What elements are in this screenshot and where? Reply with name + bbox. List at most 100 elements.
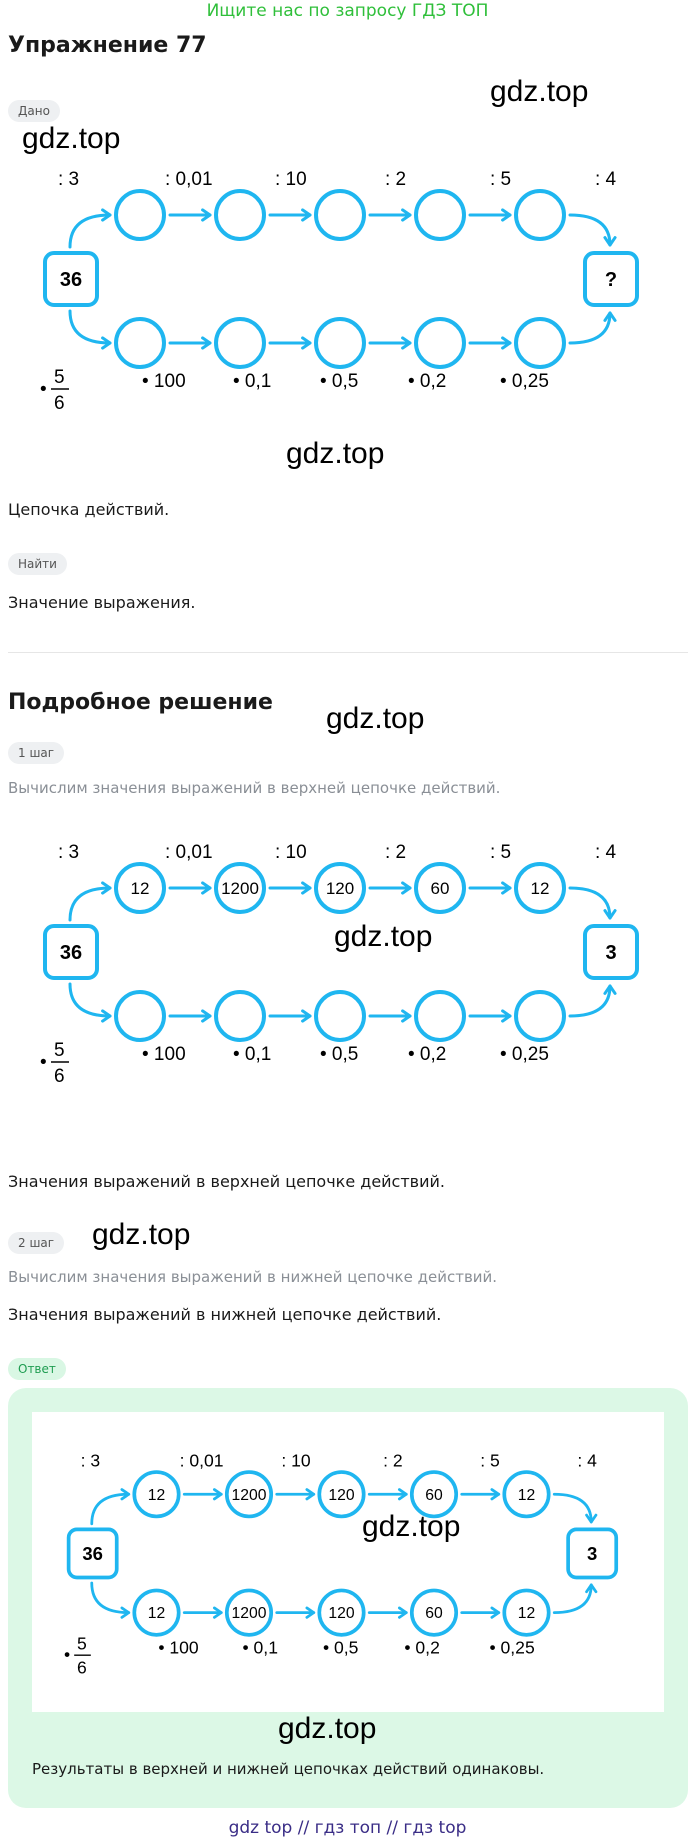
divider — [8, 652, 688, 653]
end-value: 3 — [587, 1543, 597, 1564]
promo-banner[interactable]: Ищите нас по запросу ГДЗ ТОП — [206, 1, 489, 21]
arrow — [90, 1492, 131, 1526]
operation-label: • — [40, 379, 47, 400]
operation-label: • 0,5 — [323, 1637, 359, 1657]
top-circle — [314, 862, 366, 914]
arrow-head — [101, 336, 112, 350]
operation-label: : 2 — [385, 842, 406, 863]
arrow — [68, 213, 112, 249]
arrow-head — [301, 336, 312, 350]
arrow-head — [101, 881, 112, 895]
top-value: 1200 — [221, 879, 259, 898]
top-value: 12 — [531, 879, 550, 898]
operation-label: : 4 — [595, 842, 617, 863]
end-box — [583, 924, 639, 980]
bottom-circle — [514, 990, 566, 1042]
top-circle — [214, 189, 266, 241]
operation-label: • 0,25 — [500, 371, 549, 392]
arrow-head — [501, 208, 512, 222]
arrow-head — [101, 208, 112, 222]
given-text: Цепочка действий. — [8, 500, 170, 519]
arrow-head — [212, 1488, 223, 1501]
arrow — [568, 213, 612, 247]
watermark: gdz.top — [490, 75, 589, 108]
arrow — [68, 982, 112, 1018]
arrow-head — [401, 336, 412, 350]
top-value: 120 — [328, 1487, 354, 1504]
end-value: 3 — [605, 942, 616, 964]
arrow-head — [603, 311, 617, 322]
operation-label: : 10 — [275, 842, 307, 863]
top-circle — [214, 862, 266, 914]
watermark: gdz.top — [334, 920, 433, 953]
operation-label: • 0,1 — [243, 1637, 278, 1657]
top-circle — [132, 1470, 181, 1519]
bottom-circle — [414, 317, 466, 369]
arrow-head — [490, 1606, 501, 1619]
operation-label: : 2 — [383, 1451, 403, 1471]
bottom-circle — [414, 990, 466, 1042]
operation-label: : 0,01 — [165, 842, 213, 863]
operation-label: • 0,25 — [489, 1637, 534, 1657]
operation-label: • 0,5 — [320, 1044, 358, 1065]
bottom-circle — [317, 1588, 366, 1637]
arrow-head — [120, 1606, 131, 1619]
operation-label: : 3 — [58, 169, 79, 190]
operation-label: : 4 — [595, 169, 617, 190]
arrow-head — [603, 909, 617, 920]
top-circle — [514, 189, 566, 241]
arrow-head — [305, 1488, 316, 1501]
watermark: gdz.top — [326, 702, 425, 735]
start-value: 36 — [82, 1543, 103, 1564]
bottom-circle — [224, 1588, 274, 1637]
operation-label: • 0,5 — [320, 371, 358, 392]
watermark: gdz.top — [286, 437, 385, 470]
top-circle — [414, 862, 466, 914]
start-box — [43, 251, 99, 307]
arrow-head — [501, 336, 512, 350]
answer-diagram-panel — [32, 1412, 664, 1712]
bottom-value: 12 — [518, 1605, 535, 1622]
arrow-head — [301, 1009, 312, 1023]
footer-links[interactable]: gdz top // гдз топ // гдз top — [228, 1818, 467, 1838]
arrow-head — [401, 208, 412, 222]
arrow — [90, 1581, 131, 1615]
arrow-head — [585, 1513, 598, 1524]
fraction-numerator: 5 — [54, 367, 65, 388]
bottom-circle — [114, 317, 166, 369]
top-circle — [114, 189, 166, 241]
answer-tag: Ответ — [8, 1358, 66, 1380]
operation-label: : 3 — [81, 1451, 101, 1471]
operation-label: • 0,1 — [233, 1044, 271, 1065]
bottom-circle — [514, 317, 566, 369]
top-value: 12 — [518, 1487, 535, 1504]
answer-text: Результаты в верхней и нижней цепочках д… — [32, 1760, 545, 1778]
arrow-head — [120, 1488, 131, 1501]
arrow-head — [585, 1583, 598, 1594]
operation-label: : 0,01 — [180, 1451, 224, 1471]
top-value: 12 — [131, 879, 150, 898]
fraction-denominator: 6 — [77, 1658, 87, 1678]
arrow-head — [501, 1009, 512, 1023]
operation-label: • — [40, 1052, 47, 1073]
arrow-head — [201, 208, 212, 222]
top-circle — [502, 1470, 551, 1519]
operation-label: : 5 — [480, 1451, 500, 1471]
operation-label: • — [64, 1645, 70, 1665]
operation-label: : 10 — [281, 1451, 311, 1471]
start-value: 36 — [60, 269, 82, 291]
step2-result: Значения выражений в нижней цепочке дейс… — [8, 1305, 442, 1324]
top-circle — [409, 1470, 459, 1519]
operation-label: • 100 — [142, 1044, 186, 1065]
watermark: gdz.top — [278, 1712, 377, 1745]
arrow — [68, 309, 112, 345]
arrow-head — [201, 336, 212, 350]
bottom-circle — [132, 1588, 181, 1637]
watermark: gdz.top — [362, 1510, 461, 1543]
operation-label: : 0,01 — [165, 169, 213, 190]
arrow-head — [212, 1606, 223, 1619]
